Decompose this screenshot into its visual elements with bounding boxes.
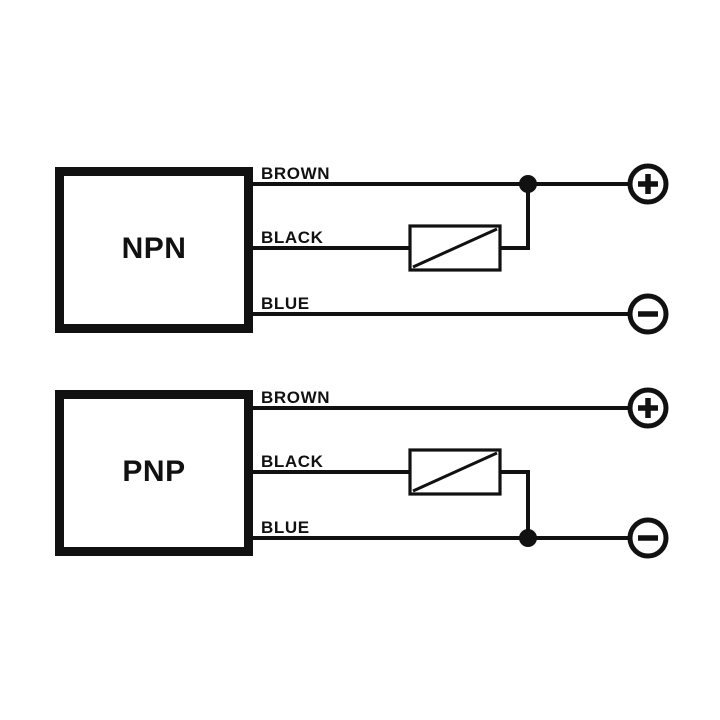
npn-device-label: NPN <box>122 232 187 265</box>
pnp-device-box <box>55 390 253 556</box>
circuit-pnp: PNP BROWN BLACK BLUE <box>55 387 669 559</box>
pnp-minus-terminal <box>627 517 669 559</box>
plus-icon <box>638 174 658 194</box>
npn-blue-label: BLUE <box>261 294 310 313</box>
pnp-blue-label: BLUE <box>261 518 310 537</box>
npn-junction-drop-wire <box>500 184 530 250</box>
pnp-plus-terminal <box>627 387 669 429</box>
npn-junction-dot <box>519 175 537 193</box>
pnp-junction-dot <box>519 529 537 547</box>
pnp-load-diagonal <box>412 451 498 493</box>
plus-icon <box>638 398 658 418</box>
npn-black-label: BLACK <box>261 228 324 247</box>
npn-load-diagonal <box>412 227 498 269</box>
pnp-black-label: BLACK <box>261 452 324 471</box>
npn-plus-terminal <box>627 163 669 205</box>
pnp-device-label: PNP <box>122 455 185 488</box>
npn-brown-label: BROWN <box>261 164 330 183</box>
circuit-npn: NPN BROWN BLACK BLUE <box>55 163 669 335</box>
npn-device-box <box>55 167 253 333</box>
pnp-junction-drop-wire <box>500 470 530 538</box>
pnp-brown-label: BROWN <box>261 388 330 407</box>
npn-minus-terminal <box>627 293 669 335</box>
